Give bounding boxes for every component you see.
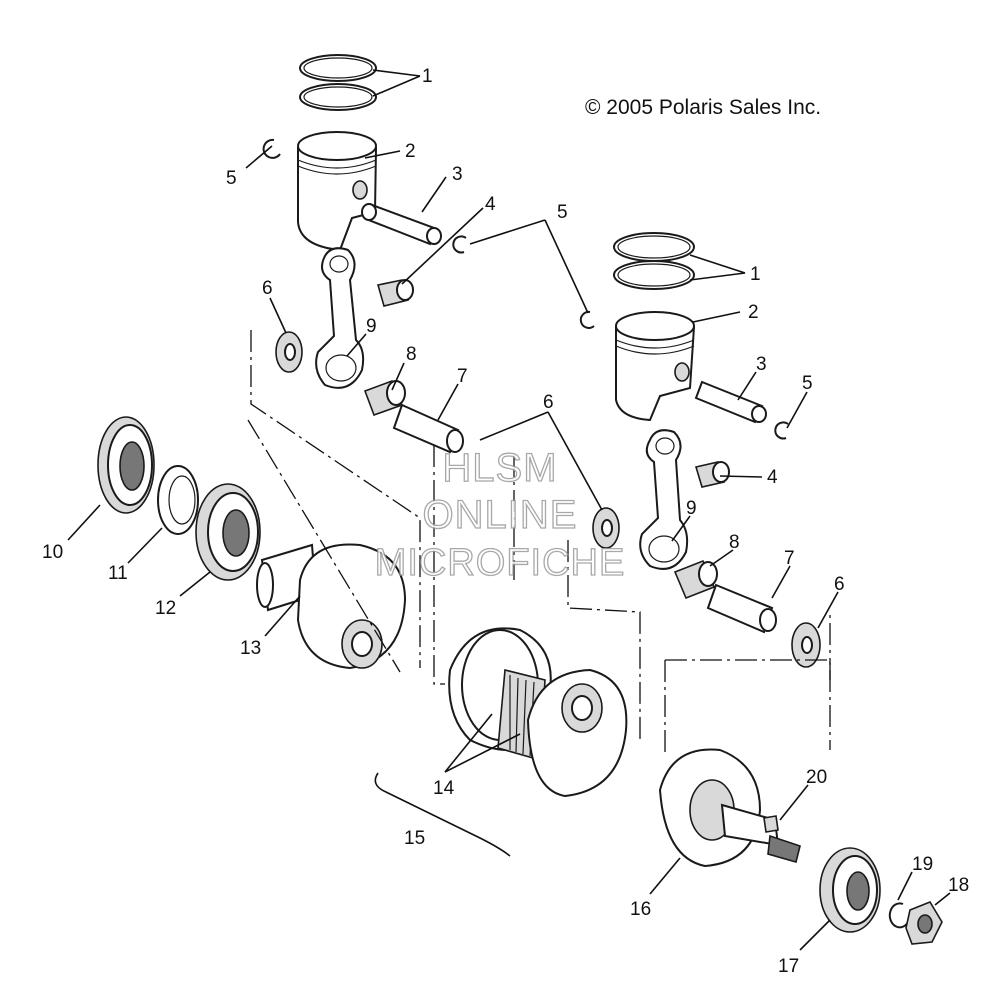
needle-bearing-large-right: [673, 559, 718, 600]
callout-1: 1: [422, 66, 433, 87]
connecting-rod-right: [639, 429, 689, 570]
callout-1: 1: [750, 264, 761, 285]
piston-pin-right: [694, 380, 767, 424]
connecting-rod-left: [315, 247, 365, 389]
circlip-right-2: [774, 421, 789, 440]
main-bearing-right: [819, 847, 881, 933]
needle-bearing-small-left: [376, 279, 414, 307]
callout-19: 19: [912, 854, 933, 875]
main-bearing-left: [97, 416, 155, 514]
watermark-line-3: MICROFICHE: [374, 541, 626, 584]
woodruff-key: [763, 815, 779, 833]
callout-14: 14: [433, 778, 455, 799]
watermark-line-1: HLSM: [442, 445, 558, 490]
callout-5: 5: [226, 168, 237, 189]
callout-15: 15: [404, 828, 425, 849]
piston-rings-right: [613, 232, 695, 290]
crank-pin-right: [706, 583, 777, 634]
callout-17: 17: [778, 956, 799, 977]
callout-6: 6: [543, 392, 554, 413]
callout-18: 18: [948, 875, 969, 896]
callout-6: 6: [262, 278, 273, 299]
copyright-notice: © 2005 Polaris Sales Inc.: [585, 96, 822, 119]
callout-5: 5: [557, 202, 568, 223]
callout-7: 7: [457, 366, 468, 387]
thrust-washer-left: [275, 331, 303, 373]
piston-rings-left: [299, 54, 377, 111]
circlip-left-1: [262, 138, 281, 159]
callout-8: 8: [729, 532, 740, 553]
callout-9: 9: [686, 498, 697, 519]
circlip-left-2: [452, 235, 467, 254]
thrust-washer-right-lower: [791, 622, 821, 668]
circlip-right-1: [579, 310, 595, 329]
crank-pin-left: [392, 403, 464, 454]
callout-16: 16: [630, 899, 651, 920]
callout-5: 5: [802, 373, 813, 394]
callouts: 1 2 3 4 5 5 6 9 8 7 6 1 2 3 5 4 9 8 7 6 …: [42, 66, 969, 977]
callout-7: 7: [784, 548, 795, 569]
flange-nut: [905, 901, 943, 945]
callout-2: 2: [405, 141, 416, 162]
crankshaft-half-right: [658, 748, 801, 868]
needle-bearing-large-left: [363, 379, 406, 417]
callout-3: 3: [452, 164, 463, 185]
main-bearing-center: [195, 483, 261, 581]
leader-lines: [67, 69, 951, 951]
piston-pin-left: [361, 203, 442, 246]
piston-left: [297, 131, 378, 252]
callout-4: 4: [767, 467, 778, 488]
needle-bearing-small-right: [694, 461, 730, 488]
thrust-washer-right-upper: [592, 507, 620, 549]
callout-10: 10: [42, 542, 63, 563]
spacer-ring: [157, 465, 199, 535]
watermark-line-2: ONLINE: [422, 492, 578, 537]
callout-12: 12: [155, 598, 176, 619]
assembly-lines: [247, 330, 831, 755]
callout-4: 4: [485, 194, 496, 215]
piston-right: [615, 311, 696, 422]
callout-20: 20: [806, 767, 827, 788]
callout-6: 6: [834, 574, 845, 595]
callout-9: 9: [366, 316, 377, 337]
callout-13: 13: [240, 638, 261, 659]
crankshaft-center-section: [448, 627, 628, 798]
lock-washer: [888, 902, 910, 929]
callout-3: 3: [756, 354, 767, 375]
callout-11: 11: [108, 563, 128, 584]
callout-8: 8: [406, 344, 417, 365]
callout-2: 2: [748, 302, 759, 323]
